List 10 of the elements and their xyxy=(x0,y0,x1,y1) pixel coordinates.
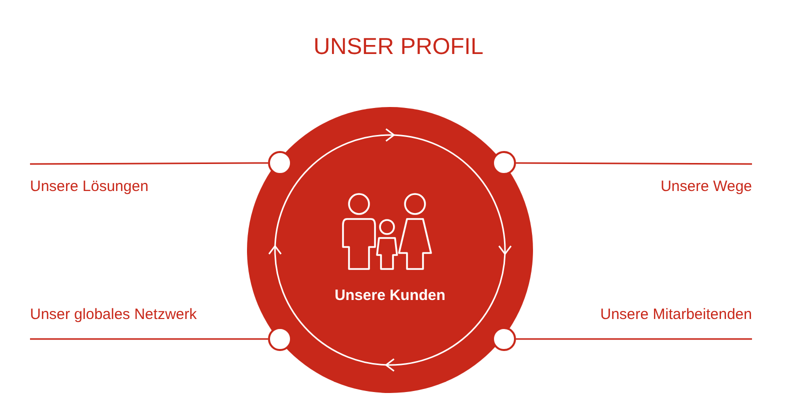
leader-line xyxy=(516,338,752,340)
topic-label: Unsere Mitarbeitenden xyxy=(600,306,752,323)
circle-label: Unsere Kunden xyxy=(334,287,446,304)
topic-label: Unsere Lösungen xyxy=(30,178,148,195)
topic-label: Unsere Wege xyxy=(660,178,752,195)
leader-line xyxy=(30,162,268,165)
leader-line xyxy=(30,338,268,340)
leader-line xyxy=(516,162,752,165)
title: UNSER PROFIL xyxy=(312,33,484,60)
topic-label: Unser globales Netzwerk xyxy=(30,306,197,323)
